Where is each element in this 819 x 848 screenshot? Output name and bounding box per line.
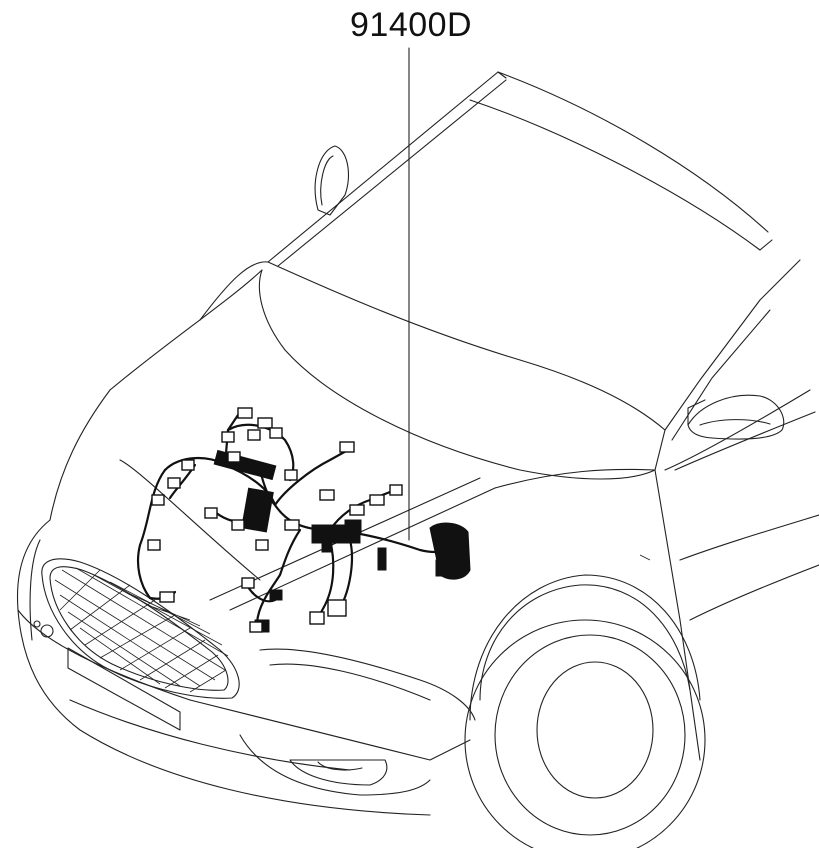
wiring-harness <box>136 410 467 632</box>
side-body <box>639 259 819 761</box>
harness-connectors <box>147 407 403 633</box>
hood <box>49 261 666 611</box>
grille <box>41 558 240 699</box>
front-wheel <box>464 574 706 848</box>
windshield <box>267 71 773 267</box>
front-bumper <box>16 459 476 816</box>
left-mirror <box>314 145 349 216</box>
part-number-label[interactable]: 91400D <box>350 6 473 44</box>
right-mirror <box>687 394 785 440</box>
